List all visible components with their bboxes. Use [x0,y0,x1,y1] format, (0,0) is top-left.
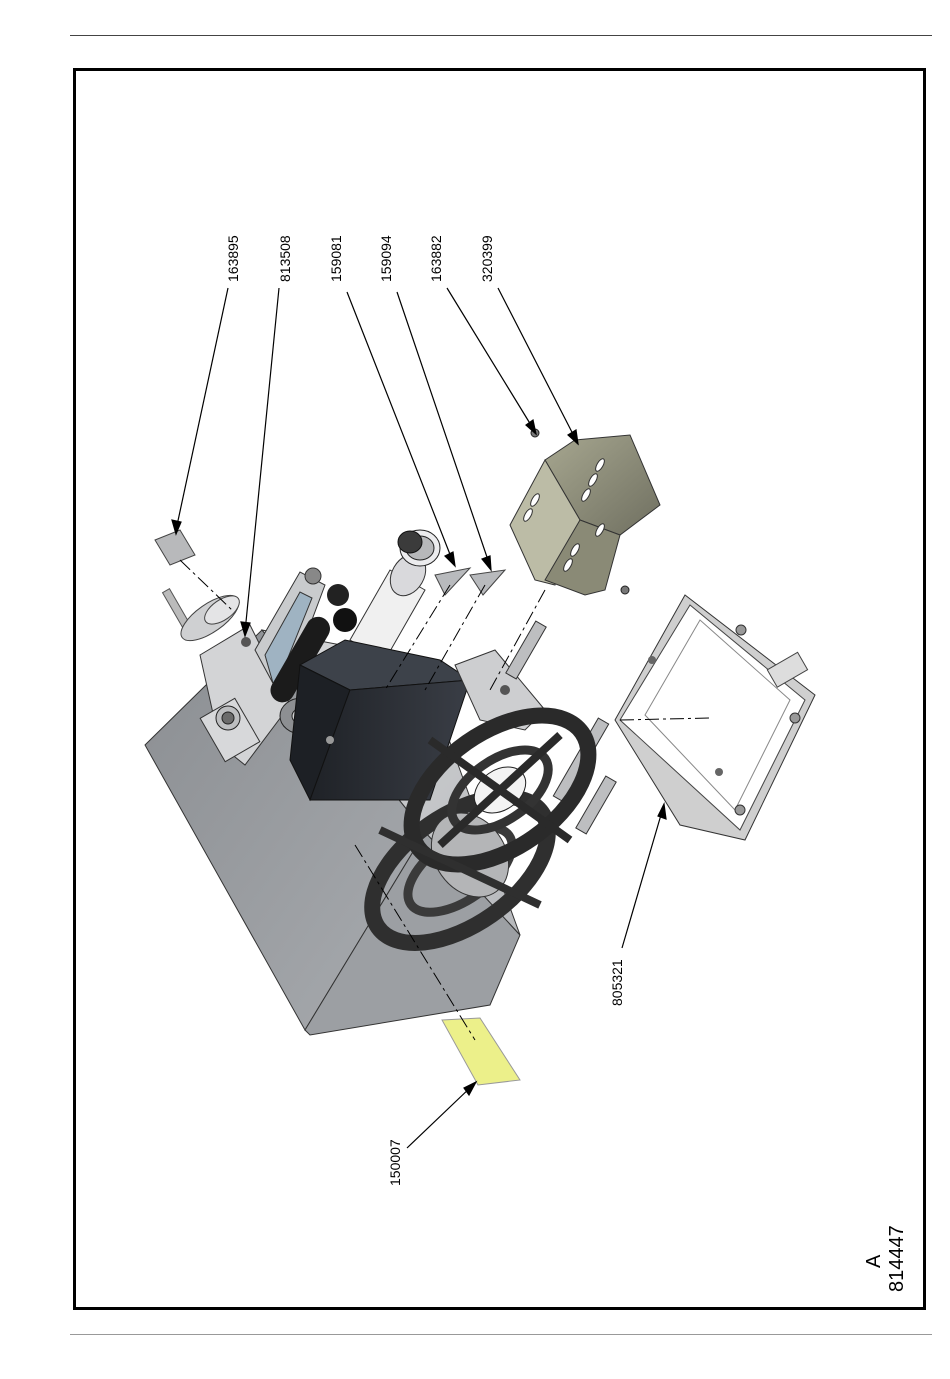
screw-icon [621,586,629,594]
triangle-part-159094 [470,570,505,595]
revision-letter: A [863,1254,885,1268]
frame-plate-part-805321 [615,595,815,840]
screw-icon [241,637,251,647]
part-label-159094: 159094 [378,235,394,282]
drawing-number: 814447 [886,1225,908,1292]
part-label-163882: 163882 [428,235,444,282]
part-label-813508: 813508 [277,235,293,282]
plate-part-163895 [155,530,195,565]
part-label-159081: 159081 [328,235,344,282]
part-label-320399: 320399 [479,235,495,282]
part-label-805321: 805321 [609,959,625,1006]
triangle-part-159081 [435,568,470,595]
guard-part-320399 [510,435,660,595]
part-label-150007: 150007 [387,1139,403,1186]
part-label-163895: 163895 [225,235,241,282]
cylinder [350,530,440,660]
nameplate-part-150007 [442,1018,520,1085]
